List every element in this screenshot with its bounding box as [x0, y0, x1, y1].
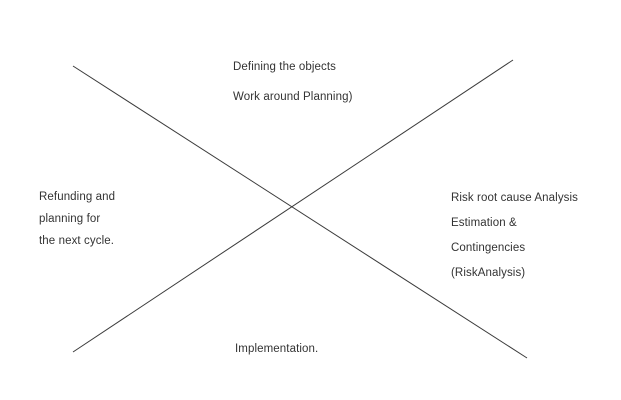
diagonal-up-right-line	[72, 59, 514, 353]
label-left-line-2: planning for	[39, 213, 101, 225]
label-right-line-2: Estimation &	[451, 217, 517, 229]
label-left-line-3: the next cycle.	[39, 235, 115, 247]
label-bottom-line-1: Implementation.	[235, 343, 319, 355]
label-top-line-2: Work around Planning)	[233, 91, 353, 103]
label-block-top: Defining the objects Work around Plannin…	[233, 52, 353, 112]
label-left-line-1: Refunding and	[39, 191, 116, 203]
label-right-line-3: Contingencies	[451, 242, 526, 254]
diagonal-down-right-line	[72, 65, 528, 359]
label-right-line-1: Risk root cause Analysis	[451, 192, 579, 204]
label-block-left: Refunding and planning for the next cycl…	[39, 186, 115, 252]
label-block-right: Risk root cause Analysis Estimation & Co…	[451, 186, 578, 286]
label-right-line-4: (RiskAnalysis)	[451, 267, 526, 279]
label-top-line-1: Defining the objects	[233, 61, 337, 73]
label-block-bottom: Implementation.	[235, 338, 318, 360]
